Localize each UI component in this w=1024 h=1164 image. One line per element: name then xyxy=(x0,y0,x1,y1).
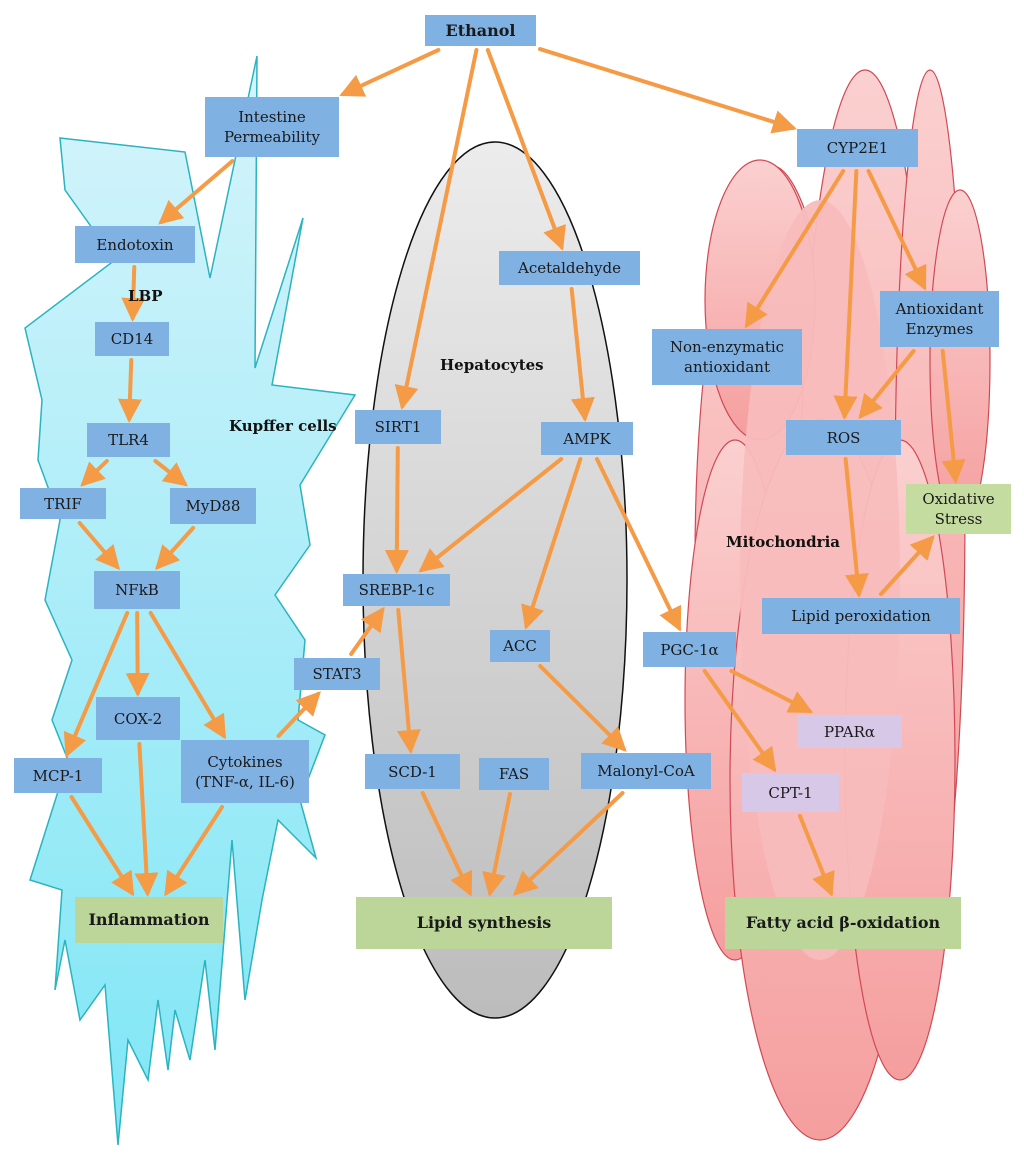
nfkb-node: NFkB xyxy=(94,571,180,609)
tlr4-node: TLR4 xyxy=(87,423,170,457)
scd1-node: SCD-1 xyxy=(365,754,460,789)
hepatocytes-label: Hepatocytes xyxy=(440,356,544,374)
non-enzymatic-antioxidant-node: Non-enzymatic antioxidant xyxy=(652,329,802,385)
ppara-node: PPARα xyxy=(797,715,902,748)
kupffer-cells-label: Kupffer cells xyxy=(229,417,337,435)
acetaldehyde-node: Acetaldehyde xyxy=(499,251,640,285)
fatty-acid-beta-oxidation-node: Fatty acid β-oxidation xyxy=(725,897,961,949)
cyp2e1-node: CYP2E1 xyxy=(797,129,918,167)
pgc1a-node: PGC-1α xyxy=(643,632,736,667)
myd88-node: MyD88 xyxy=(170,488,256,524)
ethanol-node: Ethanol xyxy=(425,15,536,46)
lbp-label: LBP xyxy=(128,287,163,305)
cd14-node: CD14 xyxy=(95,322,169,356)
fas-node: FAS xyxy=(479,758,549,790)
cpt1-node: CPT-1 xyxy=(742,773,839,812)
ros-node: ROS xyxy=(786,420,901,455)
oxidative-stress-node: Oxidative Stress xyxy=(906,484,1011,534)
srebp-1c-node: SREBP-1c xyxy=(343,574,450,606)
malonyl-coa-node: Malonyl-CoA xyxy=(581,753,711,789)
mitochondria-label: Mitochondria xyxy=(726,533,840,551)
cytokines-node: Cytokines (TNF-α, IL-6) xyxy=(181,740,309,803)
lipid-peroxidation-node: Lipid peroxidation xyxy=(762,598,960,634)
inflammation-node: Inflammation xyxy=(75,897,223,943)
intestine-permeability-node: Intestine Permeability xyxy=(205,97,339,157)
antioxidant-enzymes-node: Antioxidant Enzymes xyxy=(880,291,999,347)
kupffer-cell-shape xyxy=(24,55,357,1146)
endotoxin-node: Endotoxin xyxy=(75,226,195,263)
sirt1-node: SIRT1 xyxy=(355,410,441,444)
stat3-node: STAT3 xyxy=(294,658,380,690)
cox2-node: COX-2 xyxy=(96,697,180,740)
lipid-synthesis-node: Lipid synthesis xyxy=(356,897,612,949)
mcp1-node: MCP-1 xyxy=(14,758,102,793)
ampk-node: AMPK xyxy=(541,422,633,455)
trif-node: TRIF xyxy=(20,488,106,519)
acc-node: ACC xyxy=(490,630,550,662)
